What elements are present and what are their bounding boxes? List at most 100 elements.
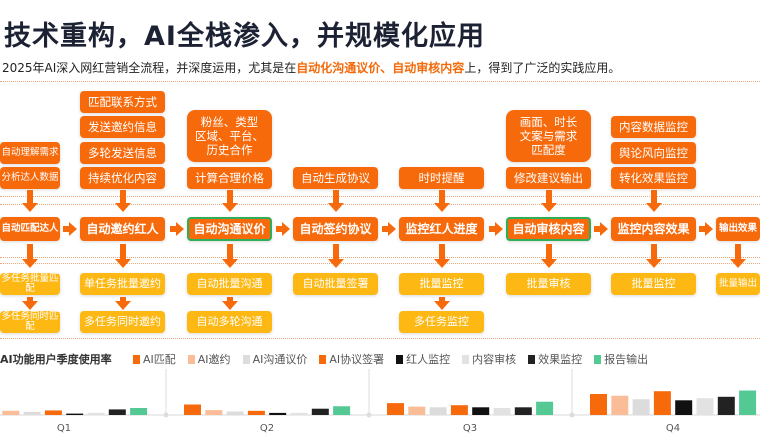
- bar-报告输出-Q1: [130, 408, 148, 415]
- bar-内容审核-Q2: [290, 412, 308, 415]
- bar-报告输出-Q2: [333, 406, 351, 415]
- divider: [0, 257, 760, 258]
- step-1-result: 多任务同时匹配: [0, 311, 60, 333]
- bar-红人监控-Q2: [269, 412, 287, 415]
- step-6-detail: 修改建议输出: [506, 167, 591, 189]
- step-8-result: 批量输出: [716, 273, 760, 295]
- bar-AI协议签署-Q2: [247, 410, 265, 415]
- step-7-detail: 转化效果监控: [611, 167, 696, 189]
- arrow-right-icon: [489, 222, 503, 236]
- step-7-result: 批量监控: [611, 273, 696, 295]
- arrow-right-icon: [382, 222, 396, 236]
- legend-swatch: [594, 355, 602, 364]
- step-3-result: 自动批量沟通: [187, 273, 272, 295]
- bar-AI协议签署-Q4: [653, 391, 671, 415]
- legend-item: 效果监控: [528, 351, 582, 367]
- step-2-detail: 匹配联系方式: [80, 90, 165, 113]
- bar-红人监控-Q1: [66, 413, 84, 415]
- step-5-result: 多任务监控: [399, 311, 484, 333]
- x-tick-label: Q2: [260, 423, 274, 434]
- axis-dot: [366, 412, 372, 418]
- legend-item: AI沟通议价: [242, 351, 307, 367]
- x-tick-label: Q1: [57, 423, 71, 434]
- step-2-result: 单任务批量邀约: [80, 273, 165, 295]
- step-6-criteria: 画面、时长 文案与需求 匹配度: [506, 110, 591, 162]
- legend-item: 内容审核: [462, 351, 516, 367]
- x-tick-label: Q3: [463, 423, 477, 434]
- arrow-right-icon: [170, 222, 184, 236]
- bar-效果监控-Q4: [717, 396, 735, 415]
- divider: [0, 196, 760, 197]
- legend-label: AI邀约: [197, 353, 231, 366]
- step-1-main[interactable]: 自动匹配达人: [0, 217, 60, 241]
- step-6-main[interactable]: 自动审核内容: [506, 217, 591, 241]
- step-5-main[interactable]: 监控红人进度: [399, 217, 484, 241]
- legend-swatch: [462, 355, 470, 364]
- legend-label: 内容审核: [472, 353, 517, 366]
- subtitle-text: 2025年AI深入网红营销全流程，并深度运用，尤其是在: [2, 61, 297, 75]
- step-5-result: 批量监控: [399, 273, 484, 295]
- step-2-result: 多任务同时邀约: [80, 311, 165, 333]
- step-2-detail: 发送邀约信息: [80, 116, 165, 138]
- legend-label: 报告输出: [604, 353, 649, 366]
- bar-AI沟通议价-Q4: [632, 399, 650, 415]
- legend-swatch: [319, 355, 327, 364]
- legend-label: AI协议签署: [329, 353, 385, 366]
- step-3-result: 自动多轮沟通: [187, 311, 272, 333]
- legend-swatch: [187, 355, 195, 364]
- step-2-main[interactable]: 自动邀约红人: [80, 217, 165, 241]
- legend-swatch: [242, 355, 250, 364]
- subtitle-highlight: 自动化沟通议价、自动审核内容: [296, 61, 465, 75]
- step-1-detail: 分析达人数据: [0, 167, 60, 189]
- step-8-main[interactable]: 输出效果: [716, 217, 760, 241]
- divider: [0, 263, 760, 264]
- step-4-main[interactable]: 自动签约协议: [293, 217, 378, 241]
- chart-title: AI功能用户季度使用率: [0, 353, 112, 366]
- bar-AI邀约-Q2: [205, 410, 223, 415]
- bar-内容审核-Q1: [87, 412, 105, 415]
- bar-AI邀约-Q1: [2, 410, 20, 415]
- bar-报告输出-Q4: [739, 390, 757, 415]
- bar-红人监控-Q4: [675, 400, 693, 415]
- bar-内容审核-Q4: [696, 398, 714, 415]
- step-4-detail: 自动生成协议: [293, 167, 378, 189]
- step-2-detail: 持续优化内容: [80, 167, 165, 189]
- page-title: 技术重构，AI全栈渗入，并规模化应用: [4, 21, 485, 52]
- arrow-right-icon: [594, 222, 608, 236]
- step-7-detail: 舆论风向监控: [611, 141, 696, 164]
- axis-dot: [569, 412, 575, 418]
- step-7-main[interactable]: 监控内容效果: [611, 217, 696, 241]
- step-4-result: 自动批量签署: [293, 273, 378, 295]
- legend-swatch: [396, 355, 404, 364]
- step-3-criteria: 粉丝、类型 区域、平台、 历史合作: [187, 110, 272, 162]
- subtitle-text-end: 上，得到了广泛的实践应用。: [464, 61, 621, 75]
- legend-item: AI匹配: [133, 351, 176, 367]
- bar-效果监控-Q1: [108, 409, 126, 415]
- divider: [0, 204, 760, 205]
- arrow-right-icon: [699, 222, 713, 236]
- step-3-detail: 计算合理价格: [187, 167, 272, 189]
- bar-AI协议签署-Q1: [44, 410, 62, 415]
- step-6-result: 批量审核: [506, 273, 591, 295]
- legend-item: AI协议签署: [319, 351, 384, 367]
- step-5-detail: 时时提醒: [399, 167, 484, 189]
- step-2-detail: 多轮发送信息: [80, 141, 165, 164]
- legend-item: AI邀约: [187, 351, 231, 367]
- step-3-main[interactable]: 自动沟通议价: [187, 217, 272, 241]
- step-1-detail: 自动理解需求: [0, 141, 60, 164]
- divider: [0, 338, 760, 339]
- axis-dot: [163, 412, 169, 418]
- chart-legend: AI匹配 AI邀约 AI沟通议价 AI协议签署红人监控 内容审核效果监控 报告输出: [133, 351, 648, 367]
- bar-内容审核-Q3: [493, 408, 511, 415]
- legend-swatch: [528, 355, 536, 364]
- step-1-result: 多任务批量匹配: [0, 273, 60, 295]
- bar-AI沟通议价-Q1: [23, 411, 41, 415]
- bar-AI匹配-Q2: [184, 404, 201, 415]
- legend-swatch: [133, 355, 140, 364]
- bar-AI邀约-Q3: [408, 406, 426, 415]
- step-7-detail: 内容数据监控: [611, 116, 696, 138]
- bar-AI匹配-Q4: [590, 394, 607, 415]
- bar-AI协议签署-Q3: [450, 405, 468, 415]
- legend-item: 红人监控: [396, 351, 450, 367]
